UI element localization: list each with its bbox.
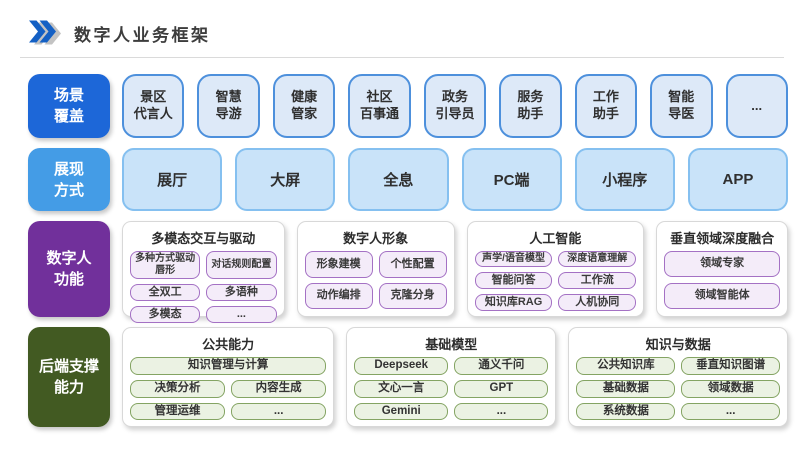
scene-item-ellipsis: ... bbox=[725, 74, 788, 138]
backend-item: Deepseek bbox=[354, 357, 449, 375]
display-item: 小程序 bbox=[574, 148, 675, 211]
backend-item: 决策分析 bbox=[130, 379, 226, 398]
display-item: 展厅 bbox=[122, 148, 223, 211]
scene-item: 服务 助手 bbox=[499, 74, 562, 138]
page-title: 数字人业务框架 bbox=[74, 25, 211, 45]
function-item: 智能问答 bbox=[474, 272, 553, 290]
function-item: 领域智能体 bbox=[664, 283, 780, 309]
group-common-capabilities: 公共能力 知识管理与计算 决策分析 内容生成 管理运维 ... bbox=[122, 327, 335, 427]
function-item: 全双工 bbox=[130, 284, 201, 302]
group-items: 公共知识库 垂直知识图谱 基础数据 领域数据 系统数据 ... bbox=[576, 357, 780, 421]
function-item: 深度语意理解 bbox=[558, 251, 637, 267]
category-label-backend-support: 后端支撑 能力 bbox=[28, 327, 110, 427]
backend-item: Gemini bbox=[354, 402, 449, 421]
group-title: 人工智能 bbox=[529, 231, 582, 246]
scene-items: 景区 代言人 智慧 导游 健康 管家 社区 百事通 政务 引导员 服务 助手 工… bbox=[122, 74, 788, 138]
group-items: 声学/语音模型 深度语意理解 智能问答 工作流 知识库RAG 人机协同 bbox=[474, 251, 637, 312]
display-item: PC端 bbox=[461, 148, 562, 211]
double-chevron-icon bbox=[29, 20, 61, 45]
function-item: 形象建模 bbox=[304, 251, 373, 278]
function-item-ellipsis: ... bbox=[206, 306, 277, 324]
group-items: 形象建模 个性配置 动作编排 克隆分身 bbox=[304, 251, 447, 309]
group-knowledge-and-data: 知识与数据 公共知识库 垂直知识图谱 基础数据 领域数据 系统数据 ... bbox=[568, 327, 788, 427]
scene-item: 智慧 导游 bbox=[197, 74, 260, 138]
function-item: 克隆分身 bbox=[378, 282, 447, 309]
category-label-display-modes: 展现 方式 bbox=[28, 148, 110, 211]
function-item: 个性配置 bbox=[378, 251, 447, 278]
row-digital-human-functions: 数字人 功能 多模态交互与驱动 多种方式驱动唇形 对话规则配置 全双工 多语种 … bbox=[28, 221, 788, 324]
backend-item: 公共知识库 bbox=[576, 357, 676, 375]
group-title: 知识与数据 bbox=[645, 337, 711, 352]
backend-item: 领域数据 bbox=[681, 379, 780, 398]
function-item: 多种方式驱动唇形 bbox=[130, 251, 201, 279]
category-label-functions: 数字人 功能 bbox=[28, 221, 110, 317]
header-divider bbox=[20, 57, 784, 58]
function-item: 声学/语音模型 bbox=[474, 251, 553, 267]
category-label-scene-coverage: 场景 覆盖 bbox=[28, 74, 110, 138]
display-item: 全息 bbox=[348, 148, 449, 211]
backend-item-ellipsis: ... bbox=[231, 402, 327, 421]
backend-item: 文心一言 bbox=[354, 379, 449, 398]
function-item: 对话规则配置 bbox=[206, 251, 277, 279]
framework-diagram: 场景 覆盖 景区 代言人 智慧 导游 健康 管家 社区 百事通 政务 引导员 服… bbox=[28, 74, 789, 427]
scene-item: 景区 代言人 bbox=[122, 74, 185, 138]
function-item: 领域专家 bbox=[664, 251, 780, 277]
row-scene-coverage: 场景 覆盖 景区 代言人 智慧 导游 健康 管家 社区 百事通 政务 引导员 服… bbox=[28, 74, 788, 138]
backend-item: 管理运维 bbox=[130, 402, 226, 421]
scene-item: 健康 管家 bbox=[272, 74, 336, 138]
group-title: 多模态交互与驱动 bbox=[151, 231, 256, 246]
function-item: 多模态 bbox=[130, 306, 201, 324]
page-header: 数字人业务框架 bbox=[26, 20, 211, 46]
group-items: 多种方式驱动唇形 对话规则配置 全双工 多语种 多模态 ... bbox=[130, 251, 277, 324]
group-multimodal-interaction: 多模态交互与驱动 多种方式驱动唇形 对话规则配置 全双工 多语种 多模态 ... bbox=[122, 221, 285, 324]
group-items: 知识管理与计算 决策分析 内容生成 管理运维 ... bbox=[130, 357, 327, 421]
scene-item: 智能 导医 bbox=[650, 74, 713, 138]
row-display-modes: 展现 方式 展厅 大屏 全息 PC端 小程序 APP bbox=[28, 148, 789, 211]
scene-item: 政务 引导员 bbox=[423, 74, 487, 138]
backend-item-ellipsis: ... bbox=[681, 402, 780, 421]
group-title: 公共能力 bbox=[202, 337, 255, 352]
backend-item: 内容生成 bbox=[231, 379, 327, 398]
backend-item: 垂直知识图谱 bbox=[681, 357, 780, 375]
group-title: 垂直领域深度融合 bbox=[670, 231, 775, 246]
group-title: 基础模型 bbox=[425, 337, 478, 352]
backend-item: GPT bbox=[454, 379, 549, 398]
group-foundation-models: 基础模型 Deepseek 通义千问 文心一言 GPT Gemini ... bbox=[346, 327, 557, 427]
function-item: 多语种 bbox=[206, 284, 277, 302]
group-items: 领域专家 领域智能体 bbox=[664, 251, 780, 309]
scene-item: 工作 助手 bbox=[574, 74, 638, 138]
display-item: APP bbox=[687, 148, 789, 211]
function-item: 人机协同 bbox=[558, 294, 637, 312]
function-item: 工作流 bbox=[558, 272, 637, 290]
row-backend-support: 后端支撑 能力 公共能力 知识管理与计算 决策分析 内容生成 管理运维 ... … bbox=[28, 327, 788, 427]
function-item: 知识库RAG bbox=[474, 294, 553, 312]
backend-item: 知识管理与计算 bbox=[130, 357, 327, 375]
group-vertical-domain-fusion: 垂直领域深度融合 领域专家 领域智能体 bbox=[656, 221, 788, 317]
backend-item-ellipsis: ... bbox=[454, 402, 549, 421]
display-items: 展厅 大屏 全息 PC端 小程序 APP bbox=[122, 148, 789, 211]
backend-item: 系统数据 bbox=[576, 402, 676, 421]
group-digital-human-image: 数字人形象 形象建模 个性配置 动作编排 克隆分身 bbox=[296, 221, 455, 317]
function-item: 动作编排 bbox=[304, 282, 373, 309]
display-item: 大屏 bbox=[235, 148, 336, 211]
backend-item: 基础数据 bbox=[576, 379, 676, 398]
scene-item: 社区 百事通 bbox=[348, 74, 411, 138]
group-items: Deepseek 通义千问 文心一言 GPT Gemini ... bbox=[354, 357, 549, 421]
backend-item: 通义千问 bbox=[454, 357, 549, 375]
group-artificial-intelligence: 人工智能 声学/语音模型 深度语意理解 智能问答 工作流 知识库RAG 人机协同 bbox=[466, 221, 645, 317]
group-title: 数字人形象 bbox=[343, 231, 409, 246]
